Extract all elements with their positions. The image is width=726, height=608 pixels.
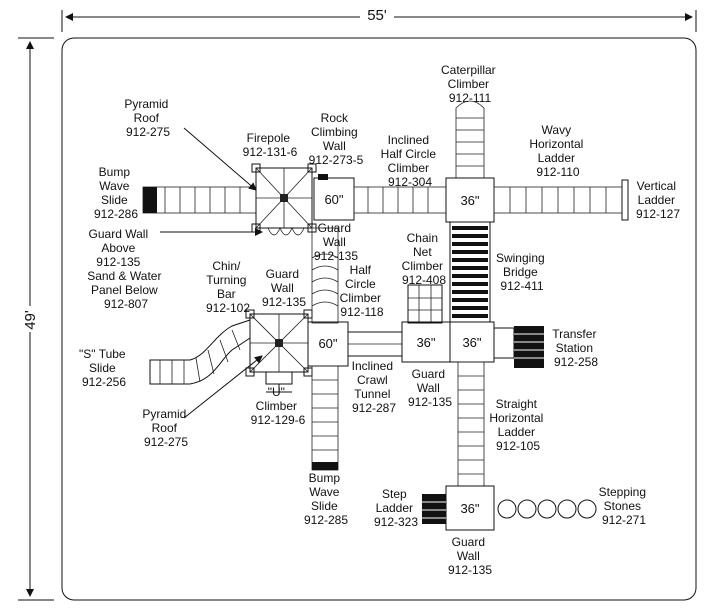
label-guard-wall-above: Guard Wall Above 912-135 Sand & Water Pa… bbox=[87, 227, 165, 311]
half-circle-climber bbox=[311, 227, 339, 324]
label-half-circle-climber: Half Circle Climber 912-118 bbox=[340, 263, 385, 319]
deck-label: 60" bbox=[318, 336, 337, 351]
caterpillar-climber bbox=[455, 100, 485, 178]
label-vertical-ladder: Vertical Ladder 912-127 bbox=[636, 179, 680, 221]
chain-net-climber bbox=[407, 284, 443, 324]
label-swinging-bridge: Swinging Bridge 912-411 bbox=[496, 251, 548, 293]
inclined-crawl-tunnel bbox=[347, 331, 403, 357]
inclined-half-circle-climber bbox=[353, 186, 447, 214]
label-chin-turning-bar: Chin/ Turning Bar 912-102 bbox=[206, 259, 250, 315]
leader-lines bbox=[160, 127, 263, 419]
pyramid-roof-bottom-deck bbox=[245, 309, 313, 377]
deck-60-top: 60" bbox=[313, 174, 355, 221]
wavy-horizontal-ladder bbox=[493, 179, 629, 221]
label-guard-wall-bottom: Guard Wall 912-135 bbox=[448, 535, 492, 577]
deck-36-middle-right: 36" bbox=[449, 321, 495, 363]
deck-label: 36" bbox=[460, 501, 479, 516]
label-step-ladder: Step Ladder 912-323 bbox=[374, 487, 418, 529]
label-transfer-station: Transfer Station 912-258 bbox=[552, 327, 600, 369]
label-pyramid-roof-bottom: Pyramid Roof 912-275 bbox=[142, 407, 189, 449]
label-inclined-half-circle-climber: Inclined Half Circle Climber 912-304 bbox=[381, 133, 440, 189]
label-straight-horizontal-ladder: Straight Horizontal Ladder 912-105 bbox=[489, 397, 546, 453]
height-dimension: 49' bbox=[18, 37, 54, 601]
bump-wave-slide-bottom bbox=[311, 365, 339, 471]
label-stepping-stones: Stepping Stones 912-271 bbox=[599, 485, 650, 527]
deck-label: 36" bbox=[416, 335, 435, 350]
label-inclined-crawl-tunnel: Inclined Crawl Tunnel 912-287 bbox=[352, 359, 397, 415]
stepping-stones bbox=[497, 499, 597, 519]
label-bump-wave-slide-left: Bump Wave Slide 912-286 bbox=[94, 165, 138, 221]
deck-36-bottom: 36" bbox=[445, 485, 495, 531]
swinging-bridge bbox=[449, 221, 491, 323]
deck-36-middle-left: 36" bbox=[401, 321, 451, 363]
deck-label: 36" bbox=[462, 335, 481, 350]
label-rock-climbing-wall: Rock Climbing Wall 912-273-5 bbox=[309, 111, 364, 167]
label-caterpillar-climber: Caterpillar Climber 912-111 bbox=[441, 63, 499, 105]
play-area-boundary bbox=[61, 37, 697, 601]
deck-36-top: 36" bbox=[445, 177, 495, 223]
label-chain-net-climber: Chain Net Climber 912-408 bbox=[402, 231, 447, 287]
width-label: 55' bbox=[367, 7, 387, 24]
width-dimension: 55' bbox=[61, 7, 697, 32]
bump-wave-slide-left bbox=[142, 186, 257, 214]
label-guard-wall-upper: Guard Wall 912-135 bbox=[314, 221, 358, 263]
label-guard-wall-mid: Guard Wall 912-135 bbox=[262, 267, 306, 309]
deck-label: 36" bbox=[460, 193, 479, 208]
label-firepole: Firepole 912-131-6 bbox=[243, 131, 298, 159]
label-pyramid-roof-top: Pyramid Roof 912-275 bbox=[124, 97, 171, 139]
transfer-station bbox=[493, 326, 544, 368]
step-ladder bbox=[422, 494, 446, 524]
label-s-tube-slide: "S" Tube Slide 912-256 bbox=[79, 347, 129, 389]
pyramid-roof-top-deck bbox=[251, 163, 317, 236]
height-label: 49' bbox=[22, 310, 39, 330]
label-guard-wall-center: Guard Wall 912-135 bbox=[408, 367, 452, 409]
u-climber bbox=[265, 372, 293, 393]
deck-label: 60" bbox=[324, 192, 343, 207]
label-wavy-horizontal-ladder: Wavy Horizontal Ladder 912-110 bbox=[529, 123, 586, 179]
s-tube-slide bbox=[149, 319, 251, 385]
label-u-climber: "U" Climber 912-129-6 bbox=[251, 385, 306, 427]
straight-horizontal-ladder bbox=[457, 361, 485, 487]
deck-60-middle: 60" bbox=[307, 321, 349, 367]
label-bump-wave-slide-bottom: Bump Wave Slide 912-285 bbox=[304, 471, 348, 527]
